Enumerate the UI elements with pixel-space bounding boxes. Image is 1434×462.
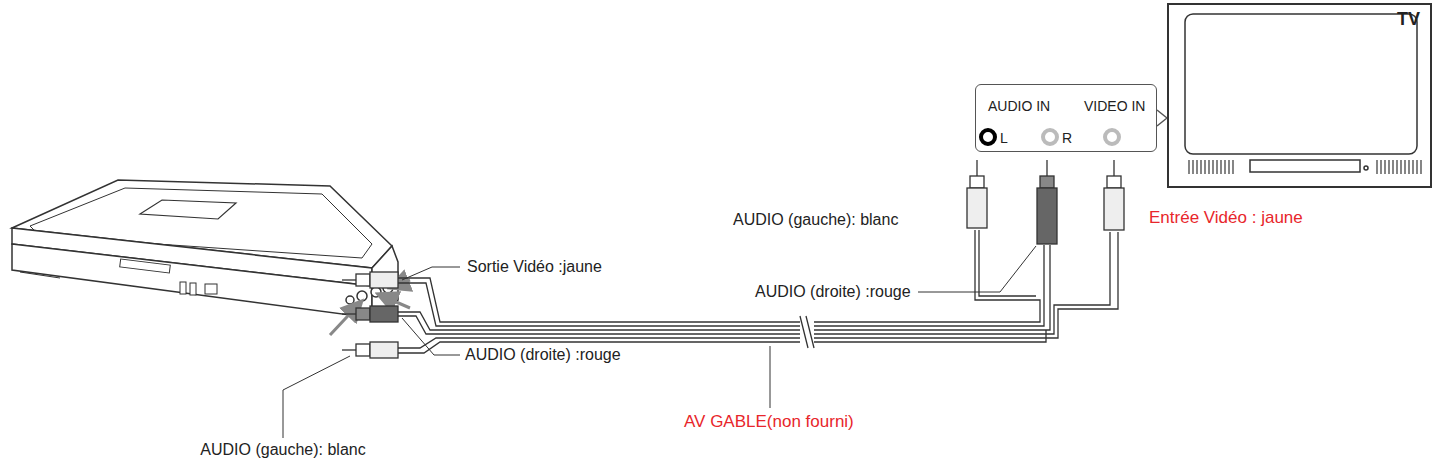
plug-label: Entrée Vidéo : jaune xyxy=(1149,208,1303,228)
dvd-player xyxy=(12,180,398,318)
cable-label: AV GABLE(non fourni) xyxy=(684,412,854,432)
plug-label: AUDIO (gauche): blanc xyxy=(200,440,365,460)
plug-label: AUDIO (gauche): blanc xyxy=(733,210,898,230)
node-text: R xyxy=(1062,130,1072,146)
leader-lines xyxy=(283,246,1036,438)
right-plugs xyxy=(967,160,1124,244)
plug-label: AUDIO (droite) :rouge xyxy=(755,282,911,302)
callout-connector xyxy=(1157,110,1167,126)
plug-label: Sortie Vidéo :jaune xyxy=(467,257,602,277)
tv-drawing xyxy=(1185,14,1424,174)
node-text: VIDEO IN xyxy=(1084,98,1145,114)
plug-label: AUDIO (droite) :rouge xyxy=(465,345,621,365)
av-cable xyxy=(398,230,1118,353)
tv-set: TV xyxy=(1167,3,1432,188)
node-text: L xyxy=(1000,130,1008,146)
node-text: TV xyxy=(1397,11,1420,27)
node-text: AUDIO IN xyxy=(988,98,1050,114)
left-plugs xyxy=(342,272,398,358)
input-panel: AUDIO IN VIDEO IN L R xyxy=(975,84,1157,152)
